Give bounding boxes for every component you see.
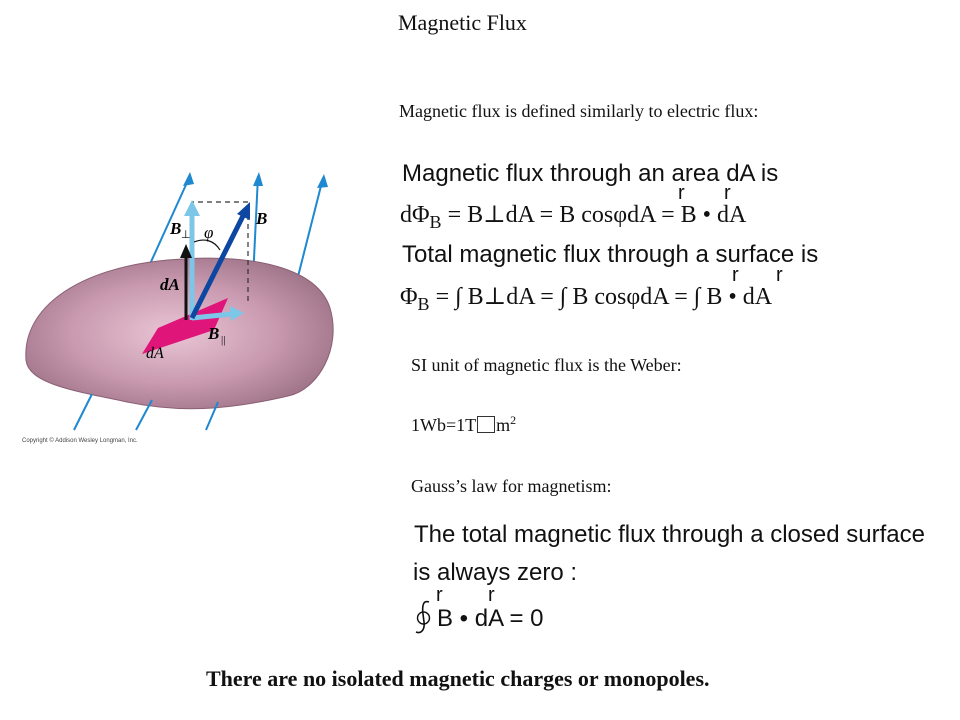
eq2-rhs: = ∫ B⊥dA = ∫ B cosφdA = ∫ B • dA bbox=[435, 284, 773, 310]
page-title: Magnetic Flux bbox=[398, 10, 527, 35]
eq2-text: Total magnetic flux through a surface is bbox=[402, 241, 819, 268]
label-b-par: B bbox=[207, 324, 219, 343]
eq1-rhs: = B⊥dA = B cosφdA = B • dA bbox=[447, 202, 747, 228]
label-da-vector: dA bbox=[160, 275, 180, 294]
gauss-line2: is always zero : bbox=[413, 559, 578, 586]
label-da: dA bbox=[146, 345, 164, 362]
gauss-vec-mark-da: r bbox=[488, 584, 495, 606]
weber-lhs: 1Wb=1T bbox=[411, 415, 477, 435]
eq2-vec-mark-b: r bbox=[732, 264, 739, 286]
eq1-vec-mark-da: r bbox=[724, 182, 731, 204]
field-line-bottom bbox=[205, 401, 219, 431]
b-vector bbox=[189, 210, 248, 320]
eq2-sub: B bbox=[417, 293, 430, 314]
label-phi: φ bbox=[204, 223, 213, 242]
gauss-line1: The total magnetic flux through a closed… bbox=[414, 521, 925, 548]
label-b: B bbox=[255, 209, 267, 228]
angle-arc bbox=[193, 239, 221, 251]
weber-unit: m bbox=[496, 415, 511, 435]
b-par-vector bbox=[191, 311, 233, 321]
conclusion-text: There are no isolated magnetic charges o… bbox=[206, 666, 710, 691]
si-unit-text: SI unit of magnetic flux is the Weber: bbox=[411, 355, 682, 375]
eq1-formula: dΦB = B⊥dA = B cosφdA = B • dA bbox=[400, 200, 746, 233]
eq2-lhs: Φ bbox=[400, 284, 418, 310]
eq1-lhs: dΦ bbox=[400, 202, 430, 228]
field-line-arrow-icon bbox=[253, 172, 263, 186]
b-perp-arrow-icon bbox=[184, 200, 200, 216]
field-line-arrow-icon bbox=[183, 172, 194, 186]
eq2-vec-mark-da: r bbox=[776, 264, 783, 286]
da-arrow-icon bbox=[180, 244, 192, 258]
gauss-vec-mark-b: r bbox=[436, 584, 443, 606]
b-par-arrow-icon bbox=[230, 306, 244, 321]
weber-glyph bbox=[477, 416, 496, 433]
area-patch bbox=[142, 298, 228, 354]
label-par-sub: || bbox=[221, 334, 225, 346]
b-arrow-icon bbox=[237, 202, 250, 220]
magnetic-flux-figure: B B ⊥ φ dA dA B || Copyright © Addison W… bbox=[22, 172, 334, 444]
label-perp-sub: ⊥ bbox=[181, 229, 191, 241]
field-line-bottom bbox=[73, 393, 93, 431]
closed-integral-icon bbox=[415, 600, 431, 634]
copyright-text: Copyright © Addison Wesley Longman, Inc. bbox=[22, 437, 138, 444]
intro-text: Magnetic flux is defined similarly to el… bbox=[399, 101, 759, 121]
eq1-text: Magnetic flux through an area dA is bbox=[402, 160, 779, 187]
field-line-arrow-icon bbox=[317, 174, 328, 188]
gauss-equation-text: B • dA = 0 bbox=[437, 605, 544, 632]
field-line-bottom bbox=[135, 399, 153, 431]
eq1-sub: B bbox=[429, 211, 442, 232]
label-b-perp: B bbox=[169, 219, 181, 238]
weber-definition: 1Wb=1T m2 bbox=[411, 413, 516, 436]
gauss-equation: B • dA = 0 bbox=[411, 600, 543, 634]
eq1-vec-mark-b: r bbox=[678, 182, 685, 204]
gauss-title: Gauss’s law for magnetism: bbox=[411, 476, 612, 496]
eq2-formula: ΦB = ∫ B⊥dA = ∫ B cosφdA = ∫ B • dA bbox=[400, 282, 772, 315]
weber-exp: 2 bbox=[510, 413, 517, 427]
